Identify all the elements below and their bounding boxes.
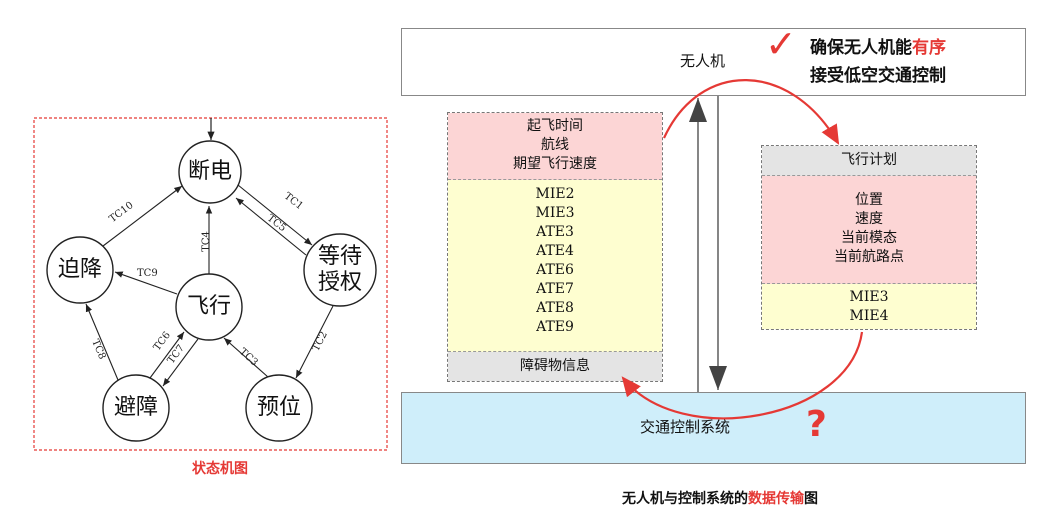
label-tc9: TC9 [137,268,158,279]
panel-header-section: 飞行计划 [762,146,976,176]
transition-tc7 [162,338,199,387]
panel-footer-section: MIE3 MIE4 [762,284,976,329]
panel-header-section: 起飞时间 航线 期望飞行速度 [448,113,662,180]
note-line1: 确保无人机能有序 [810,34,946,62]
up-arrowhead [689,98,707,122]
header-row: 飞行计划 [841,152,897,168]
state-power-off: 断电 [187,159,232,184]
check-mark-icon: ✓ [765,22,797,66]
state-forced-land-circle [46,236,114,304]
state-reserve: 预位 [256,395,301,420]
panel-items-section: MIE2 MIE3 ATE3 ATE4 ATE6 ATE7 ATE8 ATE9 [448,180,662,352]
transition-tc5 [235,197,307,256]
item-row: ATE4 [536,243,574,259]
footer-row: MIE3 [849,289,889,305]
item-row: 位置 [855,192,883,208]
traffic-control-system-box [401,392,1026,464]
transition-tc8 [85,303,119,381]
data-transfer-caption: 无人机与控制系统的数据传输图 [540,488,900,508]
item-row: ATE7 [536,281,574,297]
panel-items-section: 位置 速度 当前模态 当前航路点 [762,176,976,284]
red-arrow-bottom [621,331,864,420]
item-row: ATE6 [536,262,574,278]
state-await-auth: 等待 授权 [305,244,375,296]
tcs-label: 交通控制系统 [640,418,731,436]
transition-tc6 [149,331,185,379]
transition-tc3 [223,337,269,378]
state-avoid: 避障 [113,395,158,420]
item-row: ATE9 [536,319,574,335]
item-row: ATE3 [536,224,574,240]
state-forced-land: 迫降 [57,257,102,282]
uav-box [401,28,1026,96]
down-arrowhead [709,366,727,390]
note-line2: 接受低空交通控制 [810,66,946,86]
caption-prefix: 无人机与控制系统的 [622,491,748,507]
caption-suffix: 图 [804,491,818,507]
state-await-auth-circle [303,233,377,307]
header-row: 航线 [541,137,569,153]
footer-row: MIE4 [849,308,889,324]
tcs-to-uav-data-panel: 飞行计划 位置 速度 当前模态 当前航路点 MIE3 MIE4 [761,145,977,330]
state-reserve-circle [245,374,313,442]
header-row: 期望飞行速度 [513,156,597,172]
item-row: 当前模态 [841,230,897,246]
transition-tc10 [102,185,183,247]
note-line1-highlight: 有序 [912,38,946,58]
item-row: ATE8 [536,300,574,316]
item-row: MIE2 [535,186,575,202]
header-row: 起飞时间 [527,118,583,134]
uav-to-tcs-data-panel: 起飞时间 航线 期望飞行速度 MIE2 MIE3 ATE3 ATE4 ATE6 … [447,112,663,382]
uav-note: 确保无人机能有序 接受低空交通控制 [810,34,946,90]
state-await-auth-line2: 授权 [317,270,362,295]
note-line1-prefix: 确保无人机能 [810,38,912,58]
footer-row: 障碍物信息 [520,358,590,374]
state-avoid-circle [102,374,170,442]
caption-highlight: 数据传输 [748,491,804,507]
state-await-auth-line1: 等待 [317,244,362,269]
item-row: MIE3 [535,205,575,221]
item-row: 当前航路点 [834,249,904,265]
state-flying: 飞行 [186,294,231,319]
question-mark-icon: ? [806,404,827,445]
transition-tc1 [237,184,313,246]
item-row: 速度 [855,211,883,227]
red-arrow-top [663,79,840,145]
transition-tc2 [295,305,334,379]
state-machine-caption: 状态机图 [192,461,248,477]
transition-tc9 [114,271,178,295]
panel-footer-section: 障碍物信息 [448,352,662,381]
uav-label: 无人机 [680,52,726,70]
state-power-off-circle [178,140,242,204]
